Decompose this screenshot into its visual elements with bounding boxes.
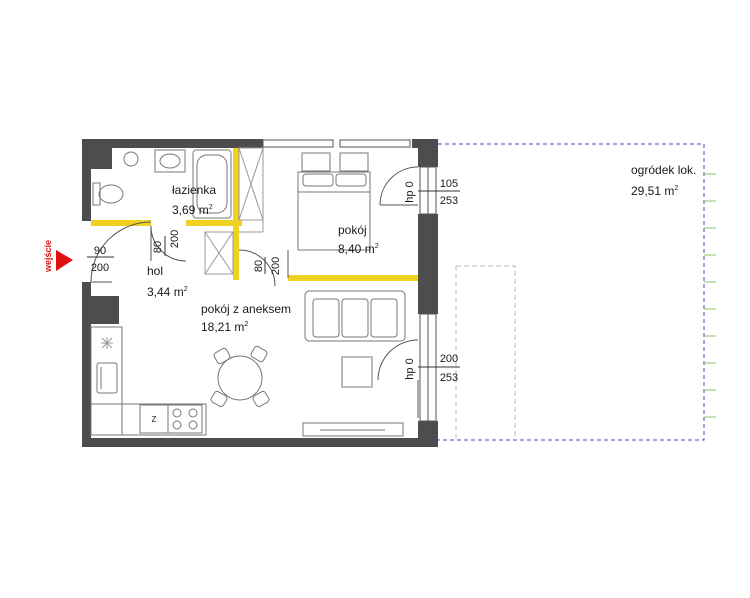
room-lazienka-name: łazienka: [172, 183, 216, 197]
window-top-b: [339, 139, 411, 148]
tv-cabinet: [302, 422, 404, 437]
fridge-icon: [101, 337, 113, 349]
room-hol-name: hol: [147, 264, 163, 278]
window-door-upper: [379, 166, 419, 206]
room-lazienka-area: 3,69 m2: [172, 203, 213, 217]
closet-hol: [204, 231, 234, 275]
doors: [90, 166, 419, 418]
washbasin: [154, 149, 186, 173]
bathroom-fixtures: [92, 149, 232, 219]
window-lower-hp: hp 0: [404, 358, 416, 379]
entrance-door-height: 200: [91, 262, 109, 274]
bed: [297, 152, 371, 251]
room-door-width: 80: [253, 260, 265, 272]
thin-partitions: [204, 147, 264, 275]
entrance-arrow-icon: [56, 250, 73, 271]
terrace-outline: [456, 265, 516, 440]
dining-table: [217, 355, 263, 401]
shower-drain: [123, 151, 139, 167]
partition-hol-bath: [91, 220, 151, 226]
kitchen: [90, 326, 207, 436]
wall-top-left: [82, 139, 237, 148]
bath-door-swing: [150, 225, 187, 262]
room-aneks-name: pokój z aneksem: [201, 302, 291, 316]
wall-right-bottom: [418, 421, 438, 447]
cooktop: [167, 404, 203, 434]
sink: [96, 362, 118, 394]
oven: [139, 404, 169, 434]
window-upper-width: 105: [440, 178, 458, 190]
wall-right-mid: [418, 214, 438, 314]
window-top-a: [262, 139, 334, 148]
bath-door-width: 80: [152, 241, 164, 253]
coffee-table: [341, 356, 373, 388]
entrance-door-width: 90: [94, 245, 106, 257]
room-pokoj-area: 8,40 m2: [338, 242, 379, 256]
room-hol-area: 3,44 m2: [147, 285, 188, 299]
wall-left-lower: [82, 282, 91, 447]
nightstand-left: [301, 152, 331, 172]
oven-label: Z: [152, 415, 157, 424]
bath-door-height: 200: [169, 230, 181, 248]
column-top-left: [91, 148, 112, 169]
entrance-label: wejście: [43, 240, 53, 273]
garden-boundary: [438, 143, 705, 441]
room-door-swing: [238, 249, 276, 287]
room-door-height: 200: [270, 257, 282, 275]
wall-left-upper: [82, 139, 91, 221]
partition-room-bottom: [288, 275, 418, 281]
room-pokoj-name: pokój: [338, 223, 367, 237]
partition-walls: [91, 148, 418, 281]
sofa: [304, 290, 406, 342]
exterior-walls: [82, 139, 438, 447]
room-aneks-area: 18,21 m2: [201, 320, 248, 334]
wall-bottom: [82, 438, 438, 447]
garden-name: ogródek lok.: [631, 163, 696, 177]
toilet: [92, 182, 101, 206]
garden-area: [438, 143, 716, 441]
closet-top: [238, 147, 264, 221]
window-lower-height: 253: [440, 372, 458, 384]
partition-bath-vertical: [233, 148, 239, 226]
column-top-mid: [233, 139, 263, 148]
bathtub: [192, 149, 232, 219]
window-lower-width: 200: [440, 353, 458, 365]
nightstand-right: [339, 152, 369, 172]
partition-bath-bottom: [186, 220, 242, 226]
entrance-door-swing: [90, 221, 152, 283]
window-upper-hp: hp 0: [404, 181, 416, 202]
garden-area-value: 29,51 m2: [631, 184, 678, 198]
dimension-lines: [87, 190, 460, 368]
window-upper-height: 253: [440, 195, 458, 207]
column-bottom-left: [91, 296, 119, 324]
window-door-lower: [377, 339, 419, 381]
wall-right-top: [418, 139, 438, 167]
partition-lower-vertical: [233, 226, 239, 280]
living-furniture: [210, 290, 406, 437]
garden-fence-ticks: [704, 173, 716, 418]
